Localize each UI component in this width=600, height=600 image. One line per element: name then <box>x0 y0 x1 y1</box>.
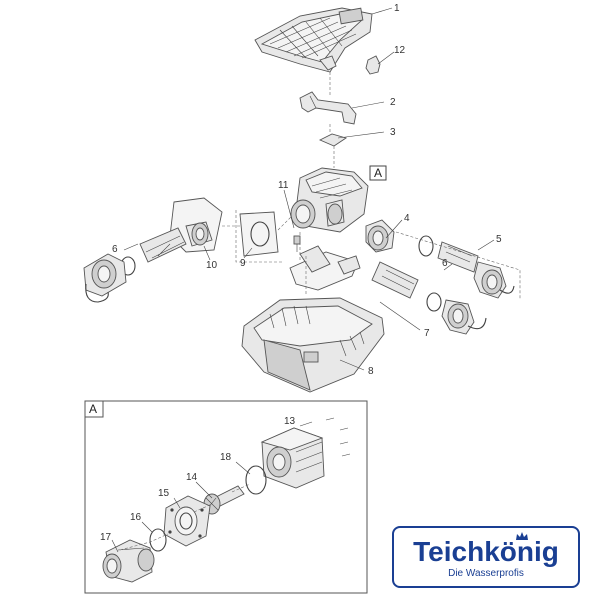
callout-14: 14 <box>186 472 198 483</box>
part-11-screw <box>293 235 301 252</box>
part-1-cover <box>254 7 373 73</box>
callout-10: 10 <box>206 260 218 271</box>
callout-15: 15 <box>158 488 170 499</box>
part-6-left-fitting <box>83 227 187 303</box>
callout-4: 4 <box>404 213 410 224</box>
crown-icon <box>516 532 528 540</box>
callout-1: 1 <box>394 3 400 14</box>
callout-7: 7 <box>424 328 430 339</box>
detail-a-marker-label: A <box>374 166 382 180</box>
detail-a-inset-label: A <box>89 402 97 416</box>
callout-numbers: 1 2 3 4 5 6 6 7 8 9 10 11 12 <box>112 3 502 377</box>
leader-lines <box>123 7 495 371</box>
callout-13: 13 <box>284 416 296 427</box>
detail-a-inset: A <box>84 400 368 594</box>
part-13-motor <box>260 417 351 489</box>
teichkoenig-logo: Teichkönig Die Wasserprofis <box>392 526 580 588</box>
part-6-right-fitting <box>371 261 487 335</box>
callout-5: 5 <box>496 234 502 245</box>
callout-8: 8 <box>368 366 374 377</box>
callout-16: 16 <box>130 512 142 523</box>
part-4-nut <box>365 219 395 253</box>
part-16-ring <box>149 528 167 552</box>
part-9-gasket <box>235 210 282 263</box>
part-15-flange <box>163 495 211 547</box>
detail-a-marker: A <box>369 165 387 181</box>
part-12-clip <box>365 55 381 75</box>
callout-18: 18 <box>220 452 232 463</box>
part-2-bracket <box>299 91 357 125</box>
part-7-plate <box>289 245 361 291</box>
callout-2: 2 <box>390 97 396 108</box>
part-5-right-fitting <box>395 231 521 300</box>
logo-name: Teichkönig <box>413 536 559 567</box>
callout-6-left: 6 <box>112 244 118 255</box>
part-8-housing <box>241 297 385 393</box>
motor-unit <box>290 167 369 233</box>
callout-9: 9 <box>240 258 246 269</box>
callout-6-right: 6 <box>442 258 448 269</box>
callout-12: 12 <box>394 45 406 56</box>
logo-tagline: Die Wasserprofis <box>448 568 524 579</box>
callout-17: 17 <box>100 532 112 543</box>
callout-11: 11 <box>278 180 289 191</box>
part-3-pad <box>318 133 348 147</box>
part-18-ring <box>245 465 267 495</box>
callout-3: 3 <box>390 127 396 138</box>
